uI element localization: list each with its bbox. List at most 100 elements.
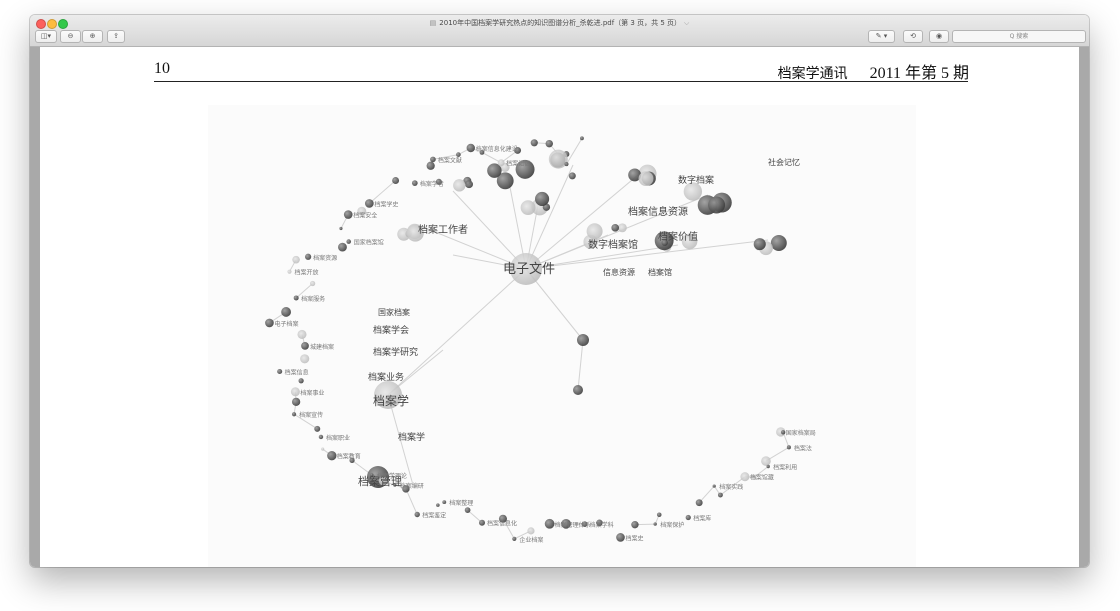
ring-node	[393, 483, 397, 487]
graph-edge	[525, 174, 639, 270]
graph-node-label: 档案保护	[660, 521, 684, 529]
cluster-node	[708, 196, 726, 214]
annotate-button[interactable]: ◉	[929, 30, 949, 43]
graph-node-label: 档案开放	[294, 269, 318, 277]
graph-node-label: 档案管理体系	[555, 521, 591, 529]
ring-node	[616, 533, 625, 542]
ring-node	[287, 269, 292, 274]
graph-edge	[432, 154, 459, 160]
markup-button[interactable]: ✎ ▾	[868, 30, 895, 43]
rotate-button[interactable]: ⟲	[903, 30, 923, 43]
knowledge-map-graph: 电子文件档案学档案工作者档案学研究档案学会档案业务档案管理国家档案档案学数字档案…	[265, 136, 816, 544]
title-chevron-icon[interactable]: ⌵	[684, 19, 690, 27]
graph-node-label: 档案馆	[648, 267, 672, 277]
zoom-out-icon: ⊖	[67, 32, 74, 40]
ring-node	[464, 507, 471, 513]
graph-node-label: 档案信息化	[487, 520, 517, 528]
sidebar-button[interactable]: ◫▾	[35, 30, 57, 43]
ring-node	[402, 485, 410, 493]
ring-node	[414, 511, 420, 518]
zoom-out-button[interactable]: ⊖	[60, 30, 81, 43]
ring-node	[564, 162, 569, 167]
ring-node	[304, 253, 312, 260]
graph-node-label: 档案学	[373, 393, 409, 408]
graph-node-label: 档案编研	[400, 482, 424, 490]
annotate-icon: ◉	[935, 32, 943, 40]
cluster-node	[681, 233, 698, 250]
graph-edge	[452, 190, 527, 270]
graph-edge	[753, 466, 769, 478]
ring-node	[580, 136, 584, 141]
ring-node	[392, 177, 400, 184]
share-button[interactable]: ⇪	[107, 30, 125, 43]
graph-node	[573, 385, 583, 395]
minimize-button[interactable]	[47, 19, 57, 29]
graph-edge	[720, 476, 746, 496]
ring-node	[436, 503, 440, 507]
ring-node	[293, 295, 299, 301]
graph-node-label: 城建档案	[310, 343, 334, 351]
cluster-node	[638, 171, 654, 187]
search-input[interactable]: Q 搜索	[952, 30, 1086, 43]
graph-node-label: 档案业务	[368, 371, 404, 383]
graph-node-label: 国家档案	[378, 307, 410, 317]
graph-node-label: 档案史	[625, 534, 643, 542]
graph-node-label: 档案职业	[326, 434, 350, 442]
ring-node	[430, 156, 436, 163]
graph-edge	[369, 180, 396, 204]
hub-node	[374, 381, 402, 409]
ring-node	[561, 518, 571, 529]
cluster-node	[617, 223, 627, 233]
share-icon: ⇪	[113, 32, 119, 40]
journal-name: 档案学通讯	[777, 66, 848, 82]
ring-node	[545, 139, 553, 148]
ring-node	[653, 522, 657, 526]
ring-node	[291, 397, 301, 406]
ring-node	[581, 521, 588, 528]
zoom-in-button[interactable]: ⊕	[82, 30, 103, 43]
ring-node	[297, 329, 307, 339]
ring-node	[281, 307, 291, 317]
ring-node	[498, 514, 507, 523]
ring-node	[761, 456, 771, 466]
ring-node	[631, 520, 639, 529]
ring-node	[596, 519, 603, 527]
ring-node	[717, 492, 723, 498]
knowledge-map-figure: 电子文件档案学档案工作者档案学研究档案学会档案业务档案管理国家档案档案学数字档案…	[208, 105, 916, 567]
ring-node	[512, 536, 517, 541]
cluster-node	[611, 224, 620, 232]
ring-node	[695, 499, 703, 507]
ring-node	[478, 519, 486, 526]
graph-node-label: 国家档案馆	[354, 239, 384, 247]
ring-node	[656, 512, 662, 518]
graph-node-label: 档案学科	[590, 521, 614, 529]
cluster-node	[520, 200, 536, 216]
graph-node-label: 档案信息	[285, 368, 309, 376]
ring-node	[740, 472, 750, 482]
close-button[interactable]	[36, 19, 46, 29]
ring-node	[527, 527, 535, 535]
graph-node-label: 档案鉴定	[422, 511, 446, 519]
graph-edge	[525, 244, 679, 270]
cluster-node	[661, 239, 668, 246]
ring-node	[277, 368, 283, 375]
cluster-node	[770, 234, 787, 251]
cluster-node	[487, 163, 502, 178]
title-bar: ▤2010年中国档案学研究热点的知识图谱分析_杀乾进.pdf（第 3 页，共 5…	[30, 15, 1089, 47]
cluster-node	[586, 223, 603, 240]
cluster-node	[465, 180, 473, 189]
graph-node-label: 档案资源	[313, 254, 337, 262]
ring-node	[290, 387, 300, 397]
graph-edge	[525, 239, 769, 270]
ring-node	[766, 464, 770, 469]
rotate-icon: ⟲	[910, 32, 916, 40]
window-title: ▤2010年中国档案学研究热点的知识图谱分析_杀乾进.pdf（第 3 页，共 5…	[429, 19, 690, 27]
ring-node	[426, 161, 435, 170]
zoom-button[interactable]	[58, 19, 68, 29]
graph-node-label: 档案实践	[719, 483, 743, 491]
graph-edge	[405, 488, 418, 515]
ring-node	[349, 457, 355, 463]
cluster-node	[628, 168, 642, 182]
